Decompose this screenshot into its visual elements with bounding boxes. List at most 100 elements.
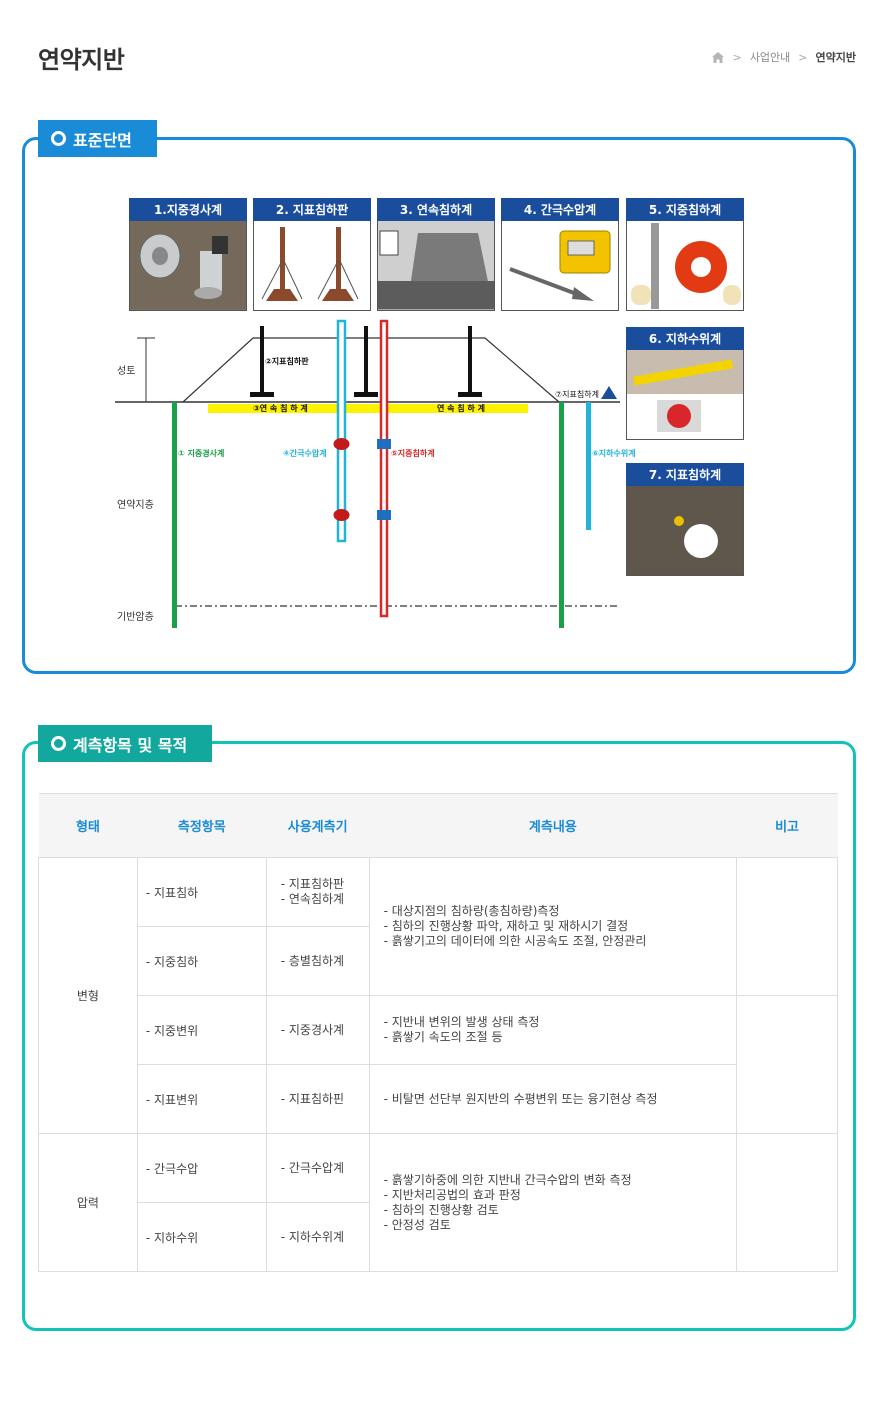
breadcrumb: > 사업안내 > 연약지반 <box>711 49 856 65</box>
content-cell: - 흙쌓기하중에 의한 지반내 간극수압의 변화 측정 - 지반처리공법의 효과… <box>368 1133 738 1272</box>
item-cell: - 지중변위 <box>136 995 267 1065</box>
layer-label-soft: 연약지층 <box>117 500 154 511</box>
piezometer-photo <box>501 221 619 311</box>
water-level-photo <box>626 350 744 440</box>
instrument-title: 1.지중경사계 <box>129 198 247 221</box>
content-text: - 침하의 진행상황 파악, 재하고 및 재하시기 결정 <box>383 919 629 933</box>
header-device: 사용계측기 <box>266 793 370 858</box>
header-type: 형태 <box>38 793 138 858</box>
table-row: 압력 - 간극수압 - 간극수압계 - 흙쌓기하중에 의한 지반내 간극수압의 … <box>38 1133 838 1272</box>
instrument-title: 7. 지표침하계 <box>626 463 744 486</box>
label-continuous-1: ③연 속 침 하 계 <box>253 404 308 413</box>
page-title: 연약지반 <box>38 46 125 74</box>
instrument-title: 2. 지표침하판 <box>253 198 371 221</box>
table-header-row: 형태 측정항목 사용계측기 계측내용 비고 <box>38 793 838 858</box>
table-row: - 지중변위 - 지중경사계 - 지반내 변위의 발생 상태 측정 - 흙쌓기 … <box>39 995 838 1134</box>
standard-section-box <box>22 137 856 674</box>
instrument-title: 6. 지하수위계 <box>626 327 744 350</box>
content-cell: - 지반내 변위의 발생 상태 측정 - 흙쌓기 속도의 조절 등 <box>368 995 738 1065</box>
standard-section-diagram: 1.지중경사계 2. 지표침하판 <box>115 196 755 636</box>
note-cell <box>736 857 838 996</box>
item-cell: - 지하수위 <box>136 1202 267 1272</box>
instrument-title: 4. 간극수압계 <box>501 198 619 221</box>
label-continuous-2: 연 속 침 하 계 <box>437 404 485 413</box>
label-water-level: ⑥지하수위계 <box>592 449 636 458</box>
device-text: - 지표침하판 <box>280 877 345 891</box>
instrument-card-5: 5. 지중침하계 <box>626 198 744 311</box>
header-item: 측정항목 <box>137 793 267 858</box>
device-cell: - 지중경사계 <box>265 995 370 1065</box>
chevron-right-icon: > <box>798 50 808 64</box>
device-text: - 지중경사계 <box>280 1022 345 1037</box>
content-text: - 지반처리공법의 효과 판정 <box>383 1187 521 1202</box>
content-cell: - 대상지점의 침하량(총침하량)측정 - 침하의 진행상황 파악, 재하고 및… <box>368 857 738 996</box>
device-text: - 간극수압계 <box>280 1160 345 1175</box>
header-content: 계측내용 <box>369 793 737 858</box>
extensometer-photo <box>626 221 744 311</box>
instrument-card-6: 6. 지하수위계 <box>626 327 744 440</box>
settlement-plate-photo <box>253 221 371 311</box>
content-text: - 지반내 변위의 발생 상태 측정 <box>383 1015 540 1029</box>
circle-icon <box>51 736 66 751</box>
content-text: - 비탈면 선단부 원지반의 수평변위 또는 융기현상 측정 <box>383 1091 658 1106</box>
circle-icon <box>51 131 66 146</box>
label-surface-gauge: ⑦지표침하계 <box>555 390 599 399</box>
instrument-title: 5. 지중침하계 <box>626 198 744 221</box>
header-note: 비고 <box>736 793 838 858</box>
device-text: - 지표침하핀 <box>280 1091 345 1106</box>
instrument-card-4: 4. 간극수압계 <box>501 198 619 311</box>
measurement-section-box <box>22 741 856 1331</box>
device-text: - 지하수위계 <box>280 1229 345 1244</box>
label-piezometer: ④간극수압계 <box>283 449 327 458</box>
breadcrumb-item-current: 연약지반 <box>815 51 856 64</box>
label-extensometer: ⑤지중침하계 <box>391 449 435 458</box>
item-cell: - 지표변위 <box>136 1064 267 1134</box>
item-cell: - 지중침하 <box>136 926 267 996</box>
section-title: 계측항목 및 목적 <box>73 735 188 755</box>
table-row: - 지중침하 - 층별침하계 <box>39 926 838 996</box>
note-cell <box>736 1133 838 1272</box>
content-text: - 흙쌓기 속도의 조절 등 <box>383 1030 503 1044</box>
instrument-card-2: 2. 지표침하판 <box>253 198 371 311</box>
section-tab-measurement: 계측항목 및 목적 <box>38 725 212 762</box>
surface-gauge-photo <box>626 486 744 576</box>
section-tab-standard: 표준단면 <box>38 120 157 157</box>
item-cell: - 간극수압 <box>136 1133 267 1203</box>
device-cell: - 층별침하계 <box>265 926 370 996</box>
content-text: - 침하의 진행상황 검토 <box>383 1202 499 1217</box>
content-text: - 흙쌓기하중에 의한 지반내 간극수압의 변화 측정 <box>383 1172 632 1187</box>
layer-label-embankment: 성토 <box>117 366 136 377</box>
chevron-right-icon: > <box>732 50 742 64</box>
instrument-card-3: 3. 연속침하계 <box>377 198 495 311</box>
section-title: 표준단면 <box>73 130 132 150</box>
device-text: - 층별침하계 <box>280 953 345 968</box>
inclinometer-photo <box>129 221 247 311</box>
device-text: - 연속침하계 <box>280 892 345 906</box>
content-text: - 안정성 검토 <box>383 1217 451 1232</box>
instrument-title: 3. 연속침하계 <box>377 198 495 221</box>
layer-label-base: 기반암층 <box>117 612 154 623</box>
content-text: - 대상지점의 침하량(총침하량)측정 <box>383 904 560 918</box>
continuous-settlement-photo <box>377 221 495 311</box>
table-row: - 지하수위 - 지하수위계 <box>39 1202 838 1272</box>
device-cell: - 지하수위계 <box>265 1202 370 1272</box>
device-cell: - 간극수압계 <box>265 1133 370 1203</box>
table-row: - 지표변위 - 지표침하핀 - 비탈면 선단부 원지반의 수평변위 또는 융기… <box>39 1064 838 1134</box>
cross-section-svg <box>115 319 620 628</box>
instrument-card-1: 1.지중경사계 <box>129 198 247 311</box>
note-cell <box>736 995 838 1134</box>
device-cell: - 지표침하판 - 연속침하계 <box>265 857 370 927</box>
device-cell: - 지표침하핀 <box>265 1064 370 1134</box>
type-cell: 변형 <box>38 857 138 1134</box>
breadcrumb-item-business[interactable]: 사업안내 <box>749 51 791 64</box>
table-row: 변형 - 지표침하 - 지표침하판 - 연속침하계 - 대상지점의 침하량(총침… <box>38 857 838 1134</box>
label-inclinometer: ① 지중경사계 <box>178 449 225 458</box>
label-settlement-plate: ②지표침하판 <box>265 357 309 366</box>
home-icon[interactable] <box>711 51 725 64</box>
type-cell: 압력 <box>38 1133 138 1272</box>
content-cell: - 비탈면 선단부 원지반의 수평변위 또는 융기현상 측정 <box>368 1064 738 1134</box>
content-text: - 흙쌓기고의 데이터에 의한 시공속도 조절, 안정관리 <box>383 934 647 948</box>
item-cell: - 지표침하 <box>136 857 267 927</box>
measurement-table: 형태 측정항목 사용계측기 계측내용 비고 변형 - 지표침하 - 지표침하판 … <box>38 793 838 1272</box>
instrument-card-7: 7. 지표침하계 <box>626 463 744 576</box>
